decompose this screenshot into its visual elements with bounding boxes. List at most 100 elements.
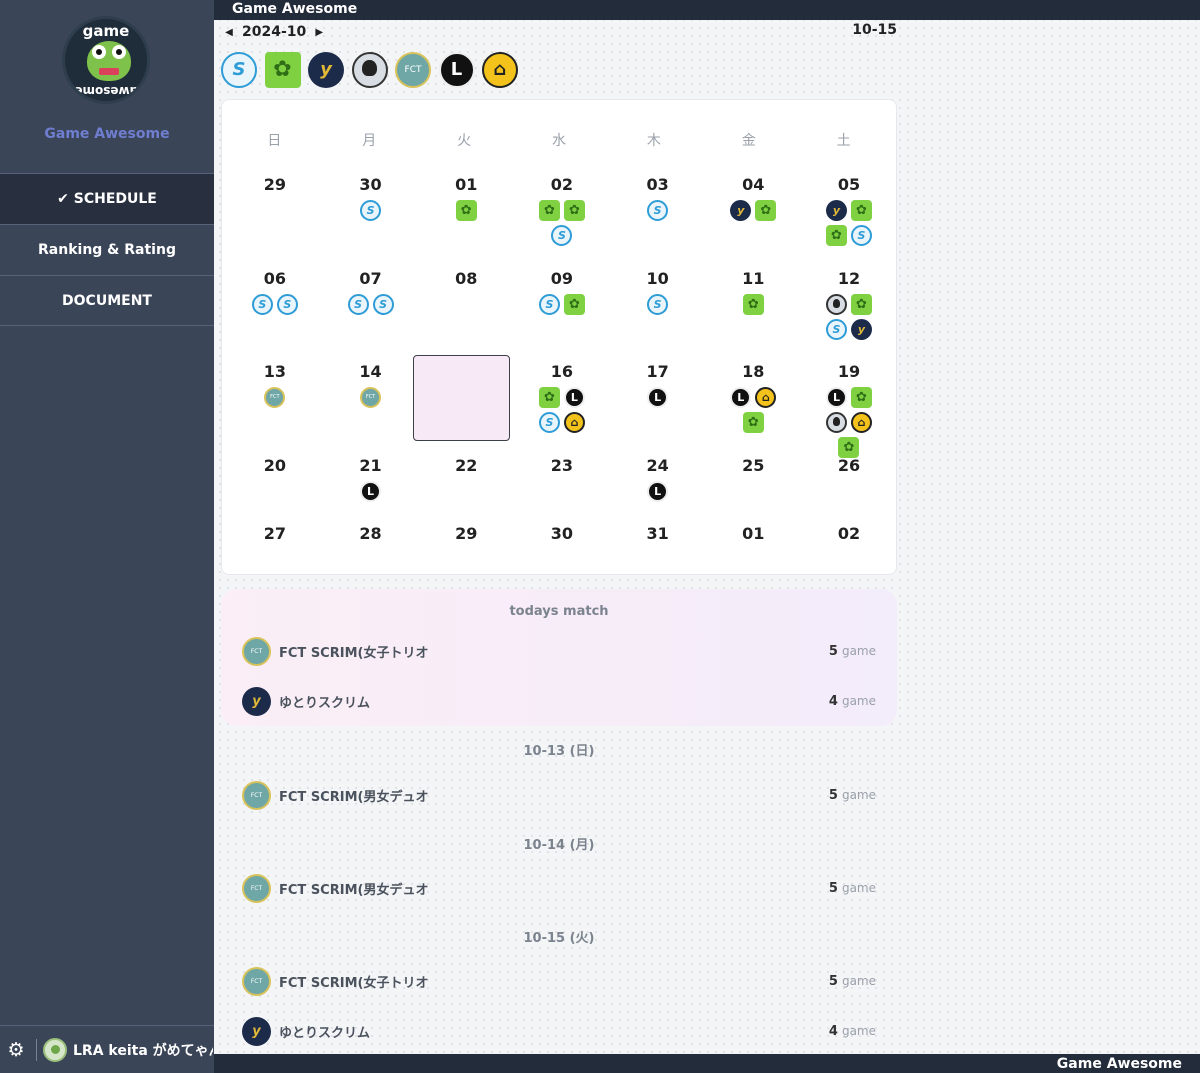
calendar-day[interactable]: 27 [227, 521, 323, 581]
calendar-day[interactable]: 26 [801, 453, 897, 521]
calendar-day[interactable]: 09 [514, 266, 610, 359]
lra-logo-icon[interactable] [647, 481, 669, 502]
calendar-day[interactable]: 13 [227, 359, 323, 453]
gear-icon[interactable]: ⚙ [7, 1038, 25, 1061]
creative-logo-icon[interactable] [850, 412, 872, 433]
swirl-s-logo-icon[interactable] [538, 294, 560, 315]
creative-logo-icon[interactable] [563, 412, 585, 433]
swirl-s-logo-icon[interactable] [647, 294, 669, 315]
calendar-day[interactable]: 14 [323, 359, 419, 453]
calendar-day[interactable]: 29 [227, 172, 323, 266]
calendar-day[interactable]: 28 [323, 521, 419, 581]
green-leaf-logo-icon[interactable] [838, 437, 860, 458]
calendar-day[interactable]: 03 [610, 172, 706, 266]
day-number: 18 [742, 362, 765, 381]
creative-logo-icon[interactable] [755, 387, 777, 408]
day-event-icons [801, 385, 897, 460]
avatar[interactable] [43, 1037, 67, 1062]
green-leaf-logo-icon[interactable] [825, 225, 847, 246]
green-leaf-logo-icon[interactable] [538, 200, 560, 221]
calendar-day[interactable]: 06 [227, 266, 323, 359]
calendar-day[interactable]: 24 [610, 453, 706, 521]
calendar-day[interactable]: 05 [801, 172, 897, 266]
green-leaf-logo-icon[interactable] [455, 200, 477, 221]
calendar-day[interactable]: 08 [418, 266, 514, 359]
calendar-day[interactable]: 19 [801, 359, 897, 458]
swirl-s-logo-icon[interactable] [372, 294, 394, 315]
lra-logo-icon[interactable] [438, 52, 475, 88]
swirl-s-logo-icon[interactable] [360, 200, 382, 221]
swirl-s-logo-icon[interactable] [551, 225, 573, 246]
green-leaf-logo-icon[interactable] [742, 294, 764, 315]
green-leaf-logo-icon[interactable] [850, 387, 872, 408]
calendar-day[interactable]: 17 [610, 359, 706, 453]
green-leaf-logo-icon[interactable] [742, 412, 764, 433]
triangle-left-icon[interactable]: ◀ [225, 26, 233, 38]
calendar-day[interactable]: 30 [323, 172, 419, 266]
midnight-logo-icon[interactable] [825, 294, 847, 315]
swirl-s-logo-icon[interactable] [647, 200, 669, 221]
calendar-day[interactable]: 23 [514, 453, 610, 521]
app-logo[interactable]: game awesome [62, 16, 150, 104]
fct-logo-icon[interactable] [360, 387, 382, 408]
calendar-day[interactable]: 31 [610, 521, 706, 581]
creative-logo-icon[interactable] [482, 52, 518, 88]
fct-logo-icon[interactable] [264, 387, 286, 408]
calendar-day[interactable]: 20 [227, 453, 323, 521]
swirl-s-logo-icon[interactable] [347, 294, 369, 315]
calendar-day[interactable]: 12 [801, 266, 897, 359]
calendar-day[interactable]: 30 [514, 521, 610, 581]
nav-item-schedule[interactable]: ✔ SCHEDULE [0, 173, 214, 224]
sidebar: game awesome Game Awesome ✔ SCHEDULE Ran… [0, 0, 214, 1073]
calendar-day[interactable]: 18 [705, 359, 801, 453]
green-leaf-logo-icon[interactable] [850, 200, 872, 221]
swirl-s-logo-icon[interactable] [850, 225, 872, 246]
triangle-right-icon[interactable]: ▶ [315, 26, 324, 38]
fct-logo-icon[interactable] [395, 52, 431, 88]
calendar-day[interactable]: 10 [610, 266, 706, 359]
green-leaf-logo-icon[interactable] [264, 52, 301, 88]
green-leaf-logo-icon[interactable] [563, 200, 585, 221]
lra-logo-icon[interactable] [360, 481, 382, 502]
swirl-s-logo-icon[interactable] [221, 52, 257, 88]
lra-logo-icon[interactable] [730, 387, 752, 408]
midnight-logo-icon[interactable] [351, 52, 388, 88]
calendar-day[interactable]: 01 [705, 521, 801, 581]
calendar-day[interactable]: 11 [705, 266, 801, 359]
calendar-day[interactable]: 01 [418, 172, 514, 266]
calendar-day[interactable]: 07 [323, 266, 419, 359]
green-leaf-logo-icon[interactable] [538, 387, 560, 408]
swirl-s-logo-icon[interactable] [538, 412, 560, 433]
swirl-s-logo-icon[interactable] [251, 294, 273, 315]
green-leaf-logo-icon[interactable] [563, 294, 585, 315]
calendar-day[interactable]: 16 [514, 359, 610, 453]
yutori-logo-icon[interactable] [308, 52, 344, 88]
calendar-day[interactable]: 22 [418, 453, 514, 521]
lra-logo-icon[interactable] [647, 387, 669, 408]
calendar-day[interactable]: 29 [418, 521, 514, 581]
calendar-day[interactable]: 02 [801, 521, 897, 581]
lra-logo-icon[interactable] [825, 387, 847, 408]
user-name[interactable]: LRA keita がめてゃん [73, 1042, 213, 1059]
calendar-day[interactable]: 02 [514, 172, 610, 266]
nav-item-ranking-rating[interactable]: Ranking & Rating [0, 224, 214, 275]
yutori-logo-icon[interactable] [730, 200, 752, 221]
midnight-logo-icon[interactable] [825, 412, 847, 433]
green-leaf-logo-icon[interactable] [755, 200, 777, 221]
swirl-s-logo-icon[interactable] [276, 294, 298, 315]
green-leaf-logo-icon[interactable] [850, 294, 872, 315]
calendar-day[interactable]: 21 [323, 453, 419, 521]
calendar-day[interactable]: 25 [705, 453, 801, 521]
lra-logo-icon[interactable] [563, 387, 585, 408]
yutori-logo-icon[interactable] [850, 319, 872, 340]
yutori-logo-icon[interactable] [825, 200, 847, 221]
nav-item-document[interactable]: DOCUMENT [0, 275, 214, 326]
calendar-day[interactable]: 04 [705, 172, 801, 266]
swirl-s-logo-icon[interactable] [825, 319, 847, 340]
